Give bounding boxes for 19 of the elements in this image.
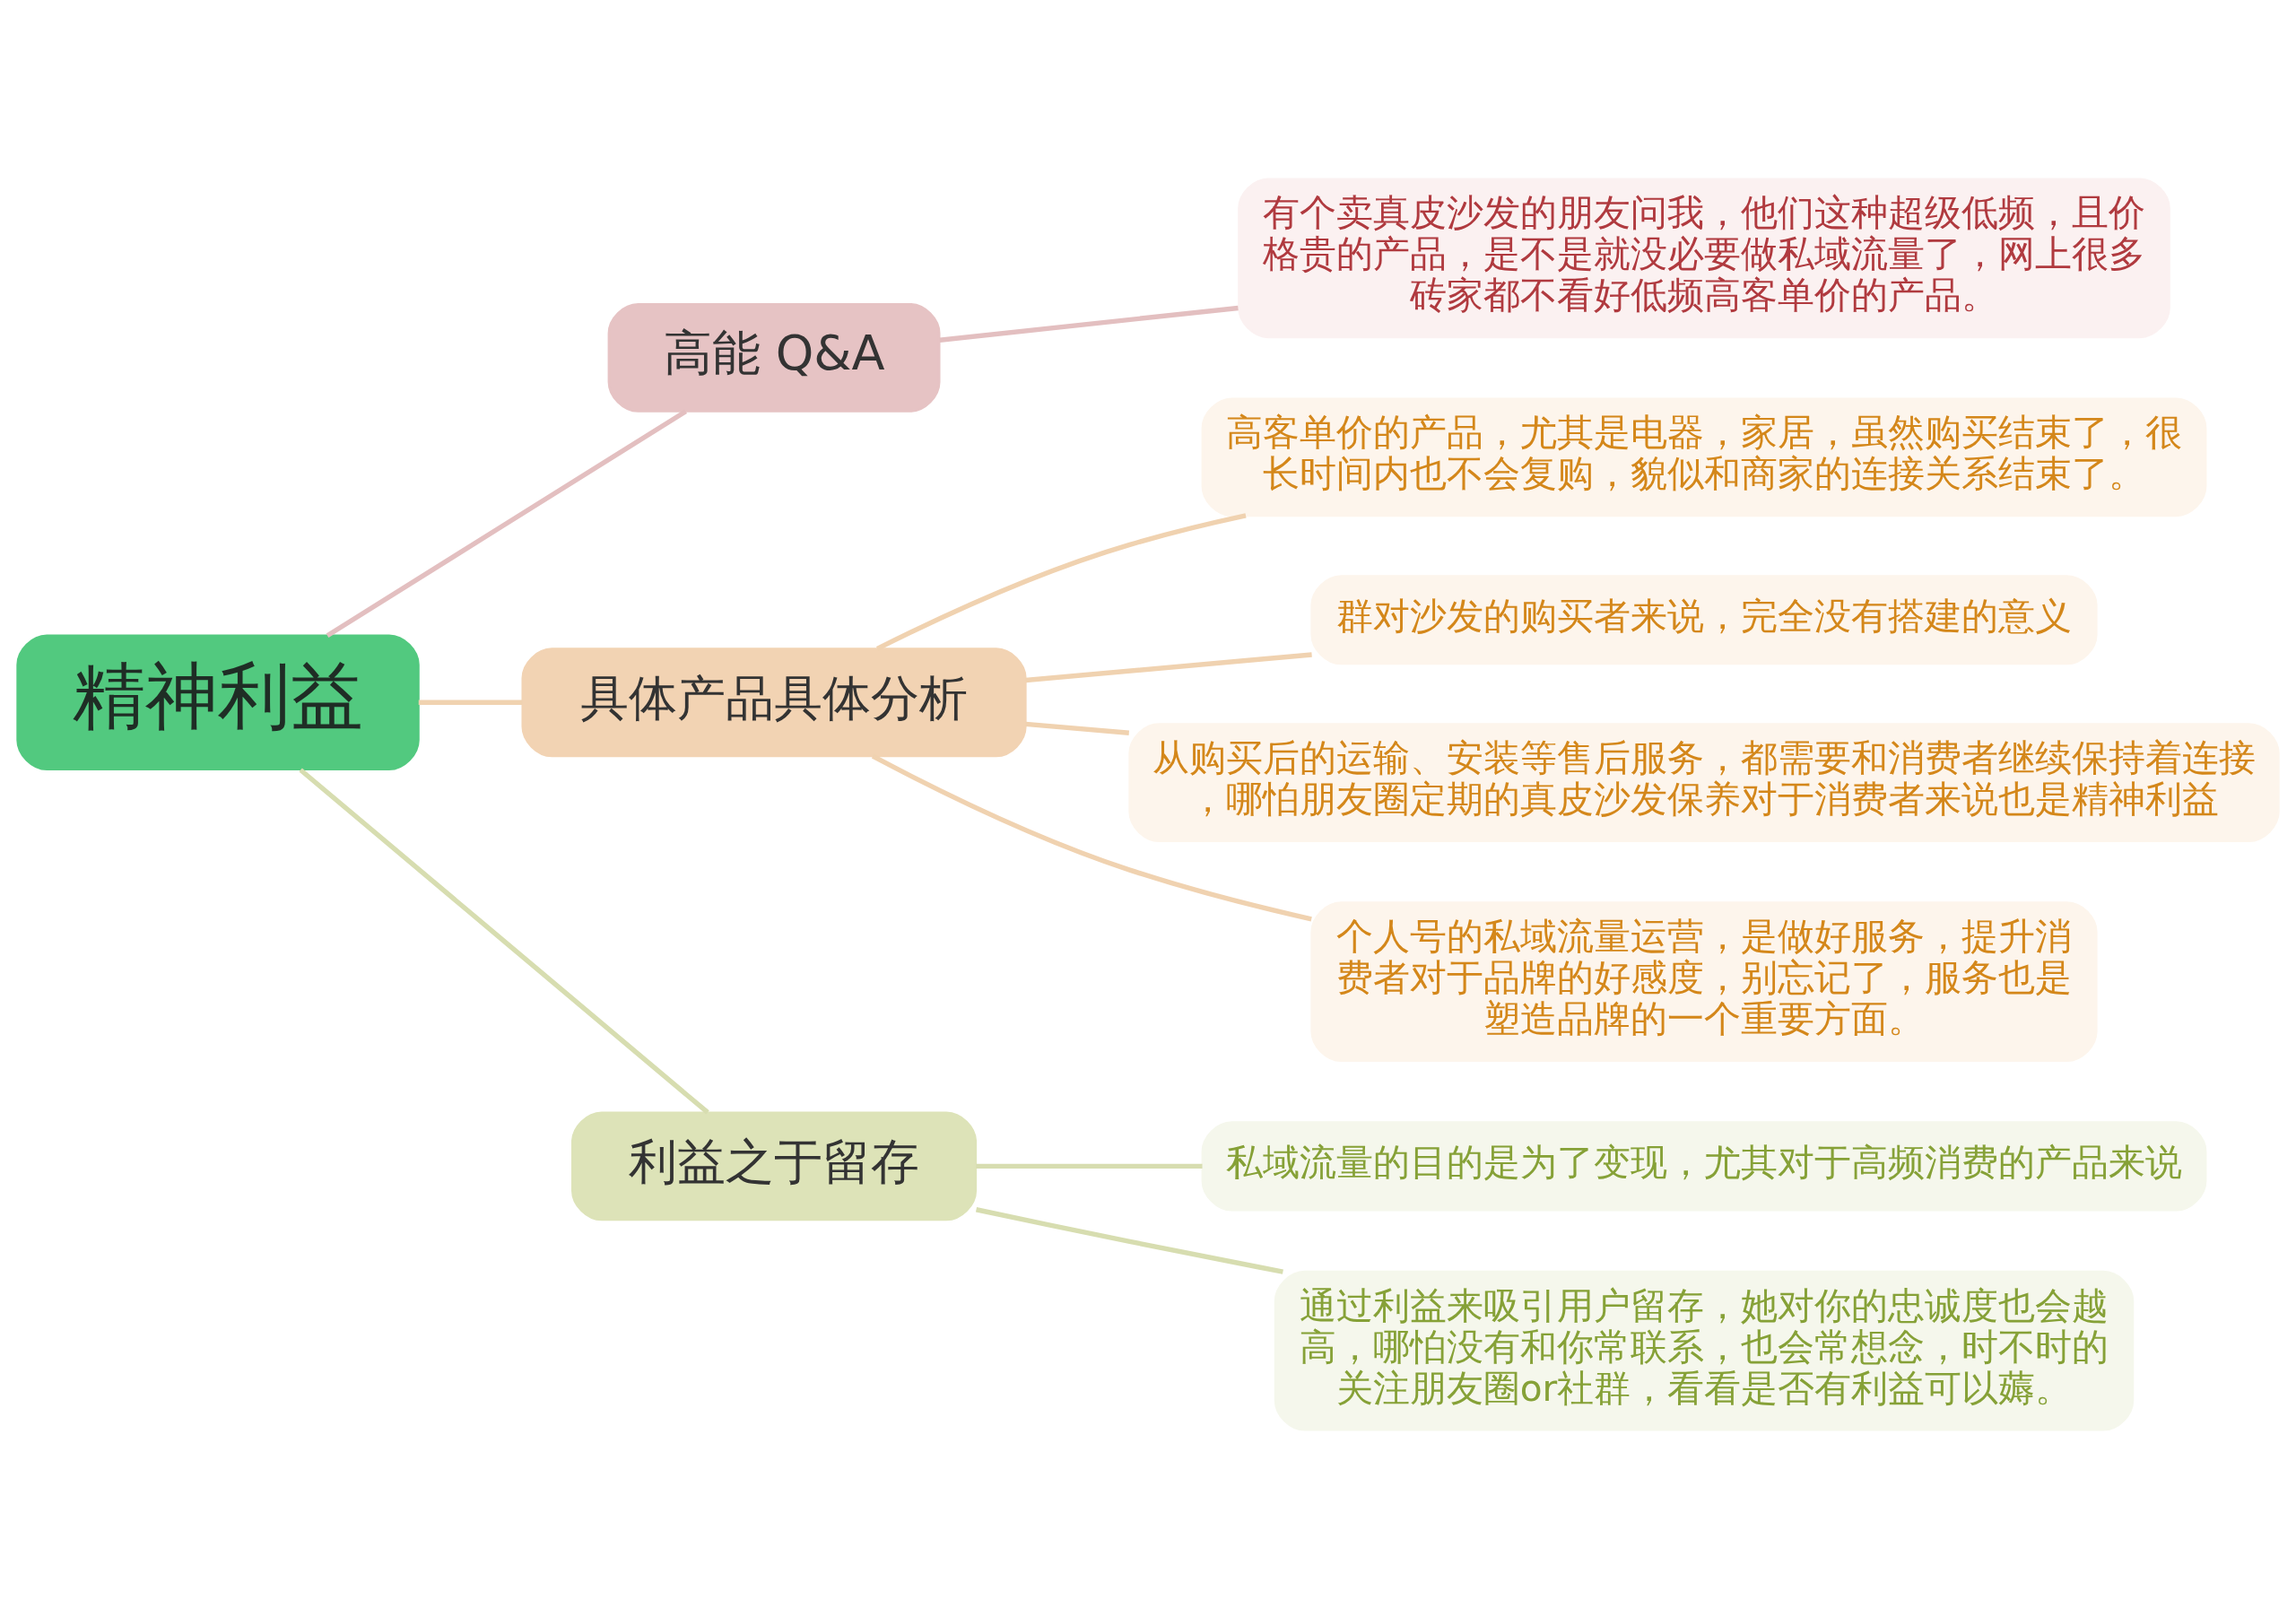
node-box: 利益之于留存 [570,1111,978,1221]
node-box: 精神利益 [16,633,420,770]
node-box: 通过利益来吸引用户留存，她对你的忠诚度也会越高，哪怕没有和你常联系，也会常想念，时不时的关注朋友圈or社群，看看是否有利益可以薅。 [1274,1270,2135,1431]
connector [1025,651,1312,682]
node-box: 高能 Q&A [607,302,941,413]
connector [976,1163,1203,1169]
node-box: 具体产品具体分析 [521,647,1027,757]
connector [975,1206,1283,1274]
node-box: 群对沙发的购买者来说，完全没有搭建的意义 [1310,574,2098,665]
node-box: 个人号的私域流量运营，是做好服务，提升消费者对于品牌的好感度，别忘记了，服务也是塑造品牌的一个重要方面。 [1310,900,2098,1062]
connector [939,305,1239,343]
connector [1025,721,1130,735]
node-box: 私域流量的目的是为了变现，尤其对于高频消费的产品来说 [1201,1120,2207,1211]
connector [299,767,709,1114]
node-box: 从购买后的运输、安装等售后服务，都需要和消费者继续保持着连接，哪怕朋友圈定期的真皮沙发保养对于消费者来说也是精神利益 [1128,722,2280,842]
connector [875,512,1247,651]
node-box: 高客单价的产品，尤其是电器，家居，虽然购买结束了，很长时间内也不会复购，貌似和商家的连接关系结束了。 [1201,397,2207,517]
connector [418,700,523,705]
node-box: 有个卖真皮沙发的朋友问我，他们这种超级低频，且价格贵的产品，是不是就没必要做私域流量了，网上很多砖家都不看好低频高客单价的产品。 [1238,177,2170,338]
